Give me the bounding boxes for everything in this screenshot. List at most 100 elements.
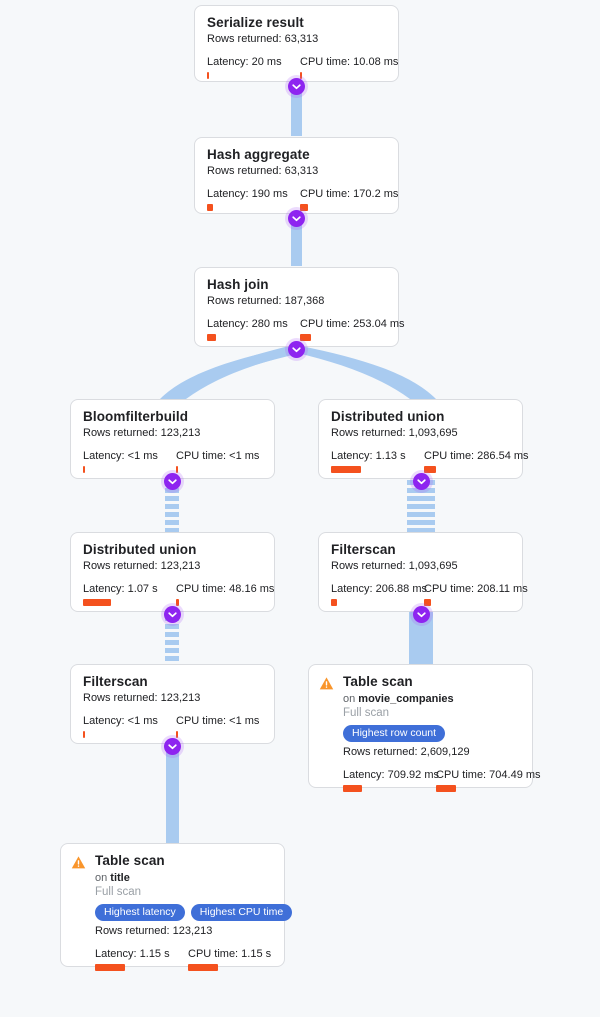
node-distributed-union-right[interactable]: Distributed union Rows returned: 1,093,6… <box>318 399 529 479</box>
cpu-metric: CPU time: 208.11 ms <box>424 583 528 606</box>
latency-metric: Latency: 20 ms <box>207 56 300 79</box>
collapse-toggle-distributed-union-left[interactable] <box>164 606 181 623</box>
status-badge: Highest CPU time <box>190 904 293 921</box>
node-header: Distributed union <box>83 542 262 558</box>
cpu-label: CPU time: 170.2 ms <box>300 188 399 200</box>
edge-serialize-hashaggregate <box>291 86 302 136</box>
rows-returned: Rows returned: 123,213 <box>95 925 213 937</box>
status-badge: Highest latency <box>95 904 185 921</box>
latency-label: Latency: <1 ms <box>83 450 158 462</box>
cpu-bar <box>176 599 179 606</box>
latency-bar <box>207 334 216 341</box>
chevron-down-icon <box>417 612 426 618</box>
collapse-toggle-hash-join[interactable] <box>288 341 305 358</box>
node-header: Table scan <box>71 853 272 870</box>
collapse-toggle-distributed-union-right[interactable] <box>413 473 430 490</box>
edge-bloomfilterbuild-distributedunion <box>165 480 179 533</box>
node-title: Hash join <box>207 277 269 292</box>
rows-returned: Rows returned: 63,313 <box>207 33 319 45</box>
cpu-bar <box>436 785 456 792</box>
on-prefix: on <box>95 872 111 884</box>
metrics-row: Latency: <1 ms CPU time: <1 ms <box>83 715 262 738</box>
cpu-bar <box>188 964 218 971</box>
rows-returned: Rows returned: 123,213 <box>83 560 201 572</box>
latency-metric: Latency: 280 ms <box>207 318 300 341</box>
node-table-scan-movie-companies[interactable]: Table scan on movie_companies Full scan … <box>308 664 541 792</box>
table-name: title <box>110 872 130 884</box>
metrics-row: Latency: 1.07 s CPU time: 48.16 ms <box>83 583 274 606</box>
latency-metric: Latency: <1 ms <box>83 715 176 738</box>
table-name: movie_companies <box>358 693 454 705</box>
latency-metric: Latency: 1.13 s <box>331 450 424 473</box>
collapse-toggle-filterscan-left[interactable] <box>164 738 181 755</box>
latency-bar <box>343 785 362 792</box>
cpu-label: CPU time: 253.04 ms <box>300 318 405 330</box>
metrics-row: Latency: 190 ms CPU time: 170.2 ms <box>207 188 398 211</box>
cpu-bar <box>300 72 302 79</box>
cpu-bar <box>176 731 178 738</box>
cpu-label: CPU time: 10.08 ms <box>300 56 399 68</box>
cpu-metric: CPU time: 170.2 ms <box>300 188 398 211</box>
status-badge: Highest row count <box>343 725 446 742</box>
node-header: Filterscan <box>83 674 262 690</box>
cpu-metric: CPU time: <1 ms <box>176 715 259 738</box>
node-bloomfilterbuild[interactable]: Bloomfilterbuild Rows returned: 123,213 … <box>70 399 275 479</box>
cpu-metric: CPU time: 253.04 ms <box>300 318 405 341</box>
latency-label: Latency: 190 ms <box>207 188 288 200</box>
cpu-label: CPU time: 286.54 ms <box>424 450 529 462</box>
cpu-metric: CPU time: 1.15 s <box>188 948 271 971</box>
collapse-toggle-serialize-result[interactable] <box>288 78 305 95</box>
node-title: Serialize result <box>207 15 304 30</box>
edge-hashaggregate-hashjoin <box>291 216 302 266</box>
node-filterscan-left[interactable]: Filterscan Rows returned: 123,213 Latenc… <box>70 664 275 744</box>
cpu-label: CPU time: <1 ms <box>176 715 260 727</box>
latency-metric: Latency: 709.92 ms <box>343 769 439 792</box>
table-name-line: on movie_companies <box>343 692 520 706</box>
node-header: Hash aggregate <box>207 147 386 163</box>
node-hash-join[interactable]: Hash join Rows returned: 187,368 Latency… <box>194 267 405 347</box>
latency-bar <box>207 72 209 79</box>
node-title: Filterscan <box>331 542 396 557</box>
node-title: Distributed union <box>83 542 197 557</box>
rows-returned: Rows returned: 1,093,695 <box>331 427 458 439</box>
rows-returned: Rows returned: 63,313 <box>207 165 319 177</box>
edge-filterscan-tablescan-title <box>166 745 179 843</box>
node-distributed-union-left[interactable]: Distributed union Rows returned: 123,213… <box>70 532 275 612</box>
metrics-row: Latency: 280 ms CPU time: 253.04 ms <box>207 318 405 341</box>
chevron-down-icon <box>417 479 426 485</box>
chevron-down-icon <box>168 479 177 485</box>
latency-bar <box>331 599 337 606</box>
latency-label: Latency: 1.07 s <box>83 583 158 595</box>
cpu-bar <box>176 466 178 473</box>
latency-bar <box>83 731 85 738</box>
node-filterscan-right[interactable]: Filterscan Rows returned: 1,093,695 Late… <box>318 532 528 612</box>
latency-bar <box>95 964 125 971</box>
collapse-toggle-hash-aggregate[interactable] <box>288 210 305 227</box>
metrics-row: Latency: 20 ms CPU time: 10.08 ms <box>207 56 398 79</box>
latency-metric: Latency: <1 ms <box>83 450 176 473</box>
node-hash-aggregate[interactable]: Hash aggregate Rows returned: 63,313 Lat… <box>194 137 399 214</box>
edge-hashjoin-distributedunion <box>297 346 436 399</box>
rows-returned: Rows returned: 1,093,695 <box>331 560 458 572</box>
latency-label: Latency: 206.88 ms <box>331 583 428 595</box>
cpu-label: CPU time: 704.49 ms <box>436 769 541 781</box>
warning-triangle-icon <box>319 677 334 690</box>
cpu-bar <box>300 204 308 211</box>
node-title: Bloomfilterbuild <box>83 409 189 424</box>
cpu-label: CPU time: <1 ms <box>176 450 260 462</box>
rows-returned: Rows returned: 123,213 <box>83 692 201 704</box>
latency-metric: Latency: 1.07 s <box>83 583 176 606</box>
badge-list: Highest row count <box>343 725 520 742</box>
node-header: Bloomfilterbuild <box>83 409 262 425</box>
node-serialize-result[interactable]: Serialize result Rows returned: 63,313 L… <box>194 5 399 82</box>
node-table-scan-title[interactable]: Table scan on title Full scan Highest la… <box>60 843 293 971</box>
node-header: Hash join <box>207 277 386 293</box>
collapse-toggle-filterscan-right[interactable] <box>413 606 430 623</box>
cpu-label: CPU time: 48.16 ms <box>176 583 275 595</box>
metrics-row: Latency: 1.15 s CPU time: 1.15 s <box>95 948 272 971</box>
latency-bar <box>331 466 361 473</box>
latency-bar <box>83 466 85 473</box>
collapse-toggle-bloomfilterbuild[interactable] <box>164 473 181 490</box>
